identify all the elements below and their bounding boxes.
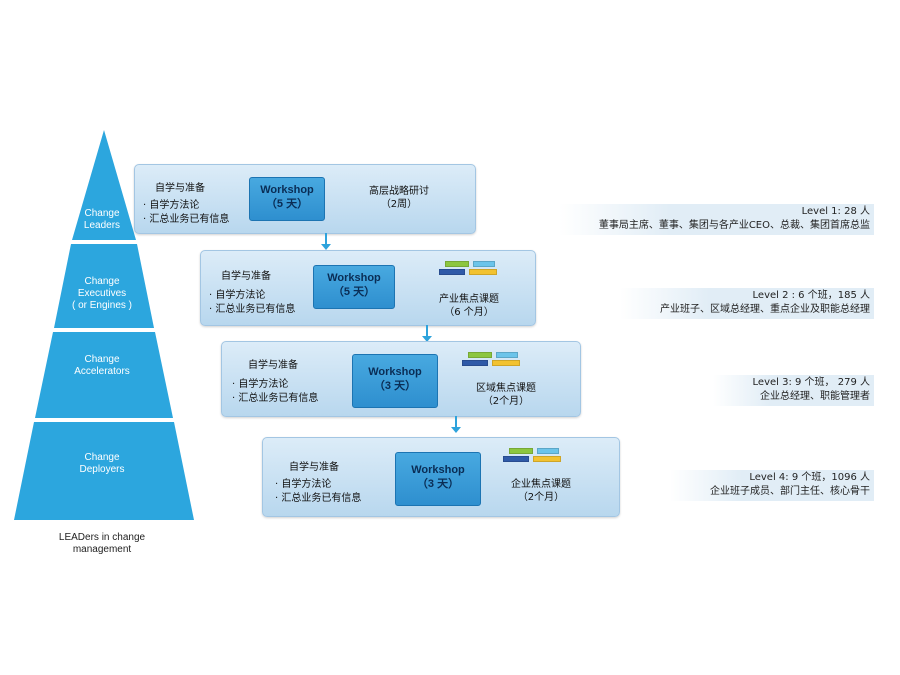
level-roles: 企业班子成员、部门主任、核心骨干: [710, 486, 870, 497]
focus-topic: 高层战略研讨 （2周）: [349, 185, 449, 211]
workshop-box: Workshop （3 天）: [352, 354, 438, 408]
prep-heading: 自学与准备: [289, 462, 339, 473]
level-roles: 董事局主席、董事、集团与各产业CEO、总裁、集团首席总监: [598, 220, 870, 231]
project-bar: [439, 269, 465, 275]
pyramid-tier-executives: [54, 244, 154, 328]
project-bar: [492, 360, 520, 366]
project-bars-icon: [439, 261, 499, 287]
bullet-methodology: · 自学方法论: [143, 200, 200, 211]
project-bar: [468, 352, 492, 358]
level-roles: 企业总经理、职能管理者: [760, 391, 870, 402]
topic-name: 区域焦点课题: [476, 383, 536, 394]
level-2-description: Level 2 : 6 个班，185 人 产业班子、区域总经理、重点企业及职能总…: [620, 288, 874, 319]
bullet-methodology: · 自学方法论: [209, 290, 266, 301]
pyramid-label-line: Leaders: [83, 220, 121, 231]
caption-line: management: [72, 544, 132, 555]
program-panel-level-3: 自学与准备 · 自学方法论 · 汇总业务已有信息 Workshop （3 天） …: [221, 341, 581, 417]
pyramid-tier-deployers: [14, 422, 194, 520]
pyramid-label-line: Change: [84, 208, 120, 219]
focus-topic: 企业焦点课题 （2个月）: [491, 478, 591, 504]
workshop-box: Workshop （5 天）: [313, 265, 395, 309]
bullet-methodology: · 自学方法论: [275, 479, 332, 490]
workshop-title: Workshop: [411, 464, 465, 476]
workshop-duration: （5 天）: [265, 198, 309, 210]
topic-duration: （2周）: [380, 199, 418, 210]
prep-heading: 自学与准备: [248, 360, 298, 371]
pyramid-label-accelerators: Change Accelerators: [52, 354, 152, 378]
pyramid-label-line: Accelerators: [74, 366, 130, 377]
prep-heading: 自学与准备: [221, 271, 271, 282]
topic-duration: （2个月）: [482, 396, 530, 407]
level-count: Level 3: 9 个班， 279 人: [752, 377, 870, 388]
workshop-title: Workshop: [327, 272, 381, 284]
arrow-down-icon: [321, 233, 331, 250]
workshop-box: Workshop （5 天）: [249, 177, 325, 221]
pyramid-label-executives: Change Executives ( or Engines ): [62, 276, 142, 312]
program-panel-level-2: 自学与准备 · 自学方法论 · 汇总业务已有信息 Workshop （5 天） …: [200, 250, 536, 326]
pyramid-label-line: Change: [84, 354, 120, 365]
workshop-duration: （3 天）: [373, 380, 417, 392]
pyramid-label-line: Change: [84, 276, 120, 287]
level-4-description: Level 4: 9 个班，1096 人 企业班子成员、部门主任、核心骨干: [670, 470, 874, 501]
pyramid-tier-leaders: [72, 130, 136, 240]
program-panel-level-4: 自学与准备 · 自学方法论 · 汇总业务已有信息 Workshop （3 天） …: [262, 437, 620, 517]
bullet-business-info: · 汇总业务已有信息: [232, 393, 319, 404]
level-count: Level 4: 9 个班，1096 人: [749, 472, 870, 483]
level-count: Level 2 : 6 个班，185 人: [752, 290, 870, 301]
topic-name: 产业焦点课题: [439, 294, 499, 305]
project-bar: [503, 456, 529, 462]
pyramid-label-leaders: Change Leaders: [72, 208, 132, 232]
workshop-box: Workshop （3 天）: [395, 452, 481, 506]
workshop-title: Workshop: [260, 184, 314, 196]
topic-name: 企业焦点课题: [511, 479, 571, 490]
project-bar: [462, 360, 488, 366]
bullet-business-info: · 汇总业务已有信息: [209, 304, 296, 315]
project-bar: [496, 352, 518, 358]
project-bar: [473, 261, 495, 267]
pyramid-label-line: ( or Engines ): [71, 300, 133, 311]
workshop-duration: （5 天）: [332, 286, 376, 298]
pyramid-label-deployers: Change Deployers: [52, 452, 152, 476]
project-bar: [469, 269, 497, 275]
project-bars-icon: [462, 352, 522, 378]
project-bar: [537, 448, 559, 454]
level-3-description: Level 3: 9 个班， 279 人 企业总经理、职能管理者: [712, 375, 874, 406]
workshop-duration: （3 天）: [416, 478, 460, 490]
bullet-methodology: · 自学方法论: [232, 379, 289, 390]
workshop-title: Workshop: [368, 366, 422, 378]
focus-topic: 区域焦点课题 （2个月）: [456, 382, 556, 408]
pyramid-label-line: Change: [84, 452, 120, 463]
level-roles: 产业班子、区域总经理、重点企业及职能总经理: [660, 304, 870, 315]
level-1-description: Level 1: 28 人 董事局主席、董事、集团与各产业CEO、总裁、集团首席…: [558, 204, 874, 235]
topic-duration: （6 个月）: [444, 307, 494, 318]
project-bars-icon: [503, 448, 563, 474]
caption-line: LEADers in change: [58, 532, 146, 543]
project-bar: [445, 261, 469, 267]
program-panel-level-1: 自学与准备 · 自学方法论 · 汇总业务已有信息 Workshop （5 天） …: [134, 164, 476, 234]
project-bar: [509, 448, 533, 454]
pyramid-tier-accelerators: [35, 332, 173, 418]
leaders-pyramid: [14, 130, 194, 520]
pyramid-label-line: Deployers: [79, 464, 125, 475]
arrow-down-icon: [451, 416, 461, 433]
level-count: Level 1: 28 人: [801, 206, 870, 217]
bullet-business-info: · 汇总业务已有信息: [275, 493, 362, 504]
pyramid-caption: LEADers in change management: [32, 532, 172, 556]
bullet-business-info: · 汇总业务已有信息: [143, 214, 230, 225]
project-bar: [533, 456, 561, 462]
topic-name: 高层战略研讨: [369, 186, 429, 197]
focus-topic: 产业焦点课题 （6 个月）: [419, 293, 519, 319]
arrow-down-icon: [422, 325, 432, 342]
prep-heading: 自学与准备: [155, 183, 205, 194]
topic-duration: （2个月）: [517, 492, 565, 503]
pyramid-label-line: Executives: [77, 288, 127, 299]
